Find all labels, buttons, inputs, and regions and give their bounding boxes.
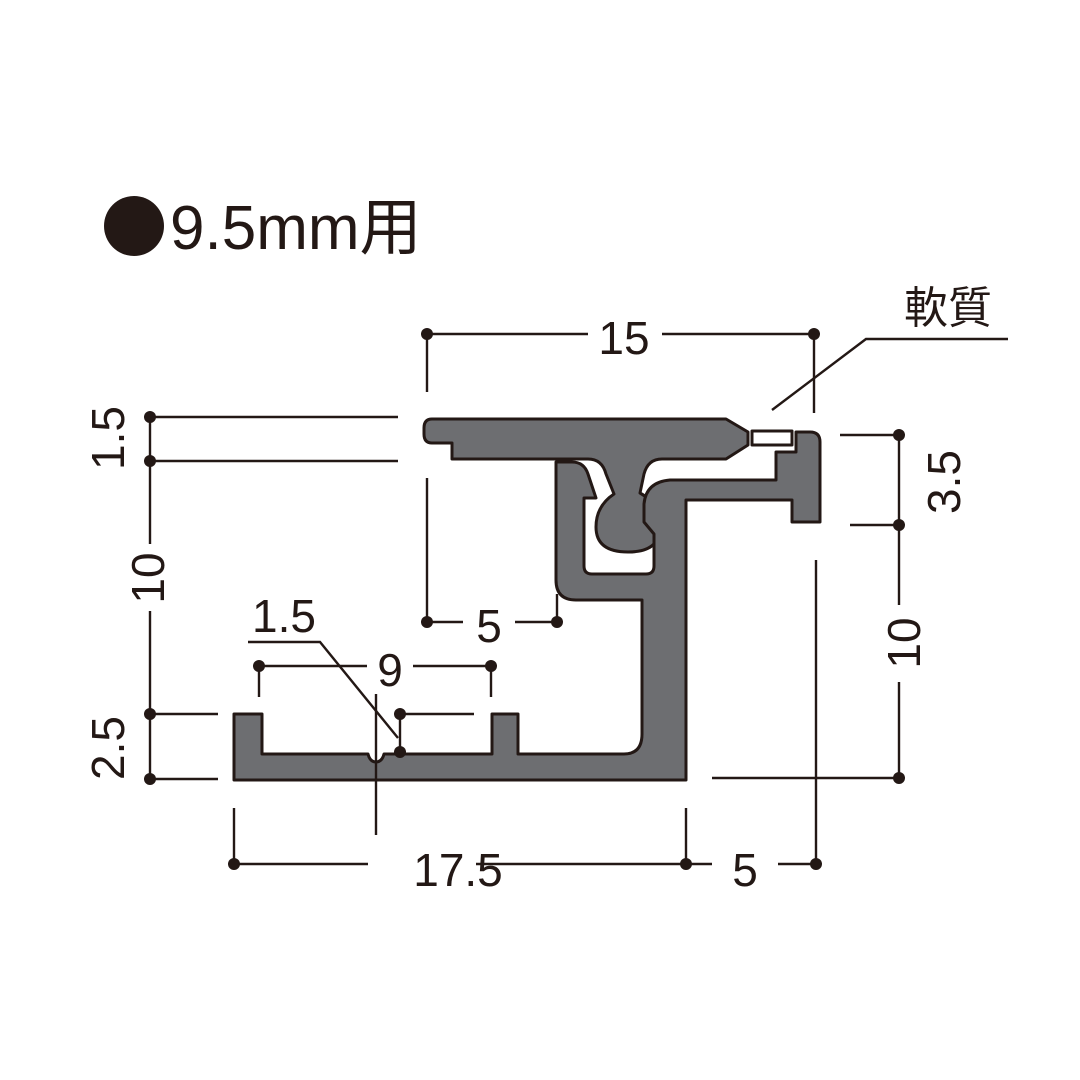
dim-top-width: 15 xyxy=(421,312,820,413)
dim-bottom-width-value: 17.5 xyxy=(413,844,503,896)
dim-bottom-right-offset-value: 5 xyxy=(732,844,758,896)
dim-groove-depth-value: 1.5 xyxy=(252,590,316,642)
dim-inner-offset: 5 xyxy=(421,478,563,652)
dim-channel: 1.5 9 xyxy=(248,590,497,835)
dim-left-height-value: 10 xyxy=(122,552,174,603)
profile-body xyxy=(232,417,822,782)
main-body-profile xyxy=(232,430,822,782)
soft-material-label: 軟質 xyxy=(904,283,992,334)
title: 9.5mm用 xyxy=(104,194,421,263)
dim-right-vertical: 3.5 10 xyxy=(712,429,970,784)
dim-channel-width-value: 9 xyxy=(377,644,403,696)
dim-inner-offset-value: 5 xyxy=(476,600,502,652)
dim-bottom-flange-value: 2.5 xyxy=(82,716,134,780)
title-bullet-icon xyxy=(104,196,164,256)
title-text: 9.5mm用 xyxy=(170,194,421,263)
top-cap-profile xyxy=(422,417,750,554)
dim-left-vertical: 1.5 10 2.5 xyxy=(82,406,398,785)
soft-material-callout: 軟質 xyxy=(771,283,1008,411)
dim-top-width-value: 15 xyxy=(598,312,649,364)
dim-top-thickness-value: 1.5 xyxy=(82,406,134,470)
dim-bottom-horizontal: 17.5 5 xyxy=(228,560,822,896)
dim-right-height-value: 10 xyxy=(878,617,930,668)
dim-right-lip-value: 3.5 xyxy=(918,450,970,514)
soft-insert xyxy=(750,429,794,447)
